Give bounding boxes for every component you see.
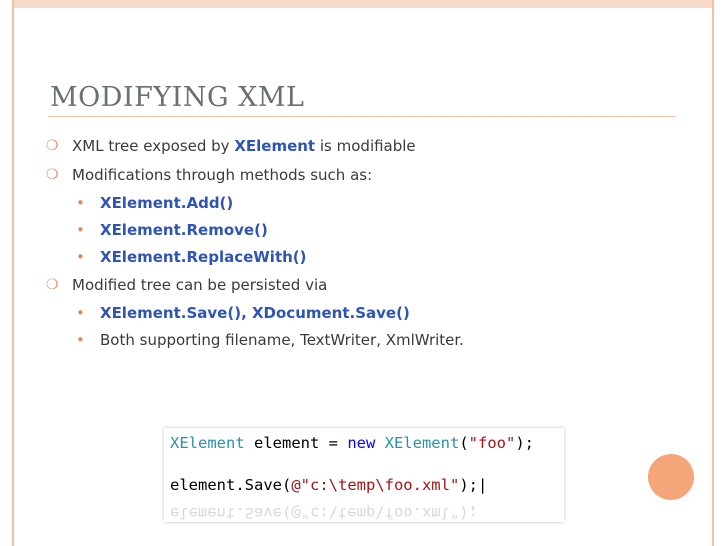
code-line-2: element.Save(@"c:\temp\foo.xml");| <box>170 476 488 494</box>
bullet-text-post: is modifiable <box>315 137 416 155</box>
sub-bullet-item: • XElement.ReplaceWith() <box>46 244 686 271</box>
sub-bullet-text: XElement.Save(), XDocument.Save() <box>100 304 410 322</box>
bullet-marker-icon: ❍ <box>46 138 59 154</box>
top-band <box>12 0 714 8</box>
decorative-circle <box>648 454 694 500</box>
sub-bullet-text: XElement.Add() <box>100 194 234 212</box>
bullet-text-pre: XML tree exposed by <box>72 137 235 155</box>
sub-bullet-text: XElement.ReplaceWith() <box>100 248 307 266</box>
sub-bullet-marker-icon: • <box>76 194 85 212</box>
title-rule <box>48 116 676 117</box>
bullet-marker-icon: ❍ <box>46 277 59 293</box>
bullet-text: Modified tree can be persisted via <box>72 276 328 294</box>
bullet-item: ❍ Modified tree can be persisted via <box>46 271 686 300</box>
sub-bullet-item: • XElement.Remove() <box>46 217 686 244</box>
sub-bullet-marker-icon: • <box>76 221 85 239</box>
sub-bullet-text: Both supporting filename, TextWriter, Xm… <box>100 331 464 349</box>
code-reflection: element.Save(@"c:\temp\foo.xml"); <box>170 504 478 522</box>
bullet-list: ❍ XML tree exposed by XElement is modifi… <box>46 132 686 354</box>
sub-bullet-marker-icon: • <box>76 248 85 266</box>
sub-bullet-item: • XElement.Add() <box>46 190 686 217</box>
slide-frame <box>12 0 714 546</box>
sub-bullet-item: • XElement.Save(), XDocument.Save() <box>46 300 686 327</box>
bullet-item: ❍ XML tree exposed by XElement is modifi… <box>46 132 686 161</box>
sub-bullet-marker-icon: • <box>76 331 85 349</box>
sub-bullet-marker-icon: • <box>76 304 85 322</box>
bullet-term: XElement <box>234 137 316 155</box>
code-line-1: XElement element = new XElement("foo"); <box>170 434 534 452</box>
sub-bullet-item: • Both supporting filename, TextWriter, … <box>46 327 686 354</box>
code-snippet: XElement element = new XElement("foo"); … <box>164 428 564 522</box>
bullet-item: ❍ Modifications through methods such as: <box>46 161 686 190</box>
sub-bullet-text: XElement.Remove() <box>100 221 268 239</box>
bullet-marker-icon: ❍ <box>46 167 59 183</box>
slide-title: MODIFYING XML <box>50 82 305 113</box>
bullet-text: Modifications through methods such as: <box>72 166 373 184</box>
